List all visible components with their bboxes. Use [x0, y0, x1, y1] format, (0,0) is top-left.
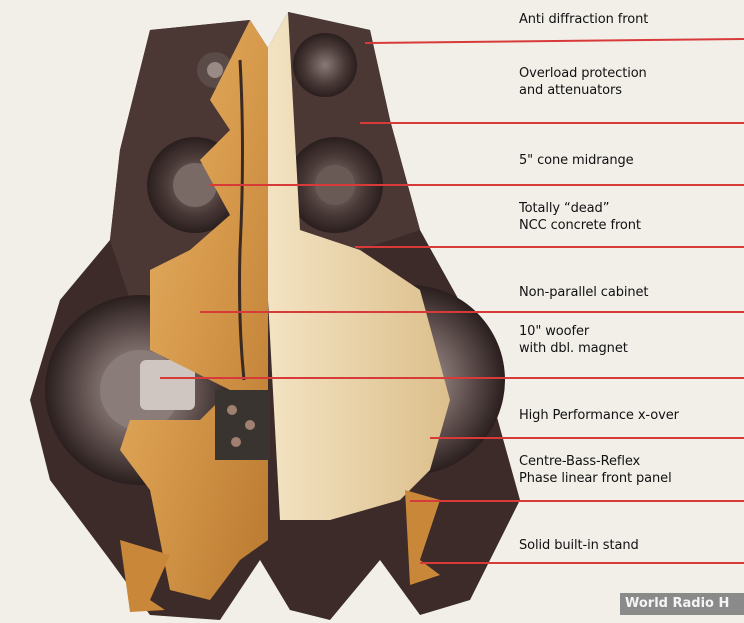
leader-line: [160, 377, 744, 379]
label-woofer: 10" woofer with dbl. magnet: [519, 323, 628, 357]
leader-line: [210, 184, 744, 186]
leader-line: [200, 311, 744, 313]
leader-line: [360, 122, 744, 124]
label-overload-protection: Overload protection and attenuators: [519, 65, 647, 99]
leader-line: [420, 562, 744, 564]
label-concrete-front: Totally “dead” NCC concrete front: [519, 200, 641, 234]
label-anti-diffraction-front: Anti diffraction front: [519, 11, 648, 28]
label-non-parallel-cabinet: Non-parallel cabinet: [519, 284, 648, 301]
label-stand: Solid built-in stand: [519, 537, 639, 554]
watermark: World Radio H: [620, 593, 744, 615]
tweeter-right: [293, 33, 357, 97]
label-x-over: High Performance x-over: [519, 407, 679, 424]
label-bass-reflex: Centre-Bass-Reflex Phase linear front pa…: [519, 453, 672, 487]
crossover-board: [215, 390, 270, 460]
leader-line: [410, 500, 744, 502]
leader-line: [430, 437, 744, 439]
label-midrange: 5" cone midrange: [519, 152, 634, 169]
leader-line: [355, 246, 744, 248]
